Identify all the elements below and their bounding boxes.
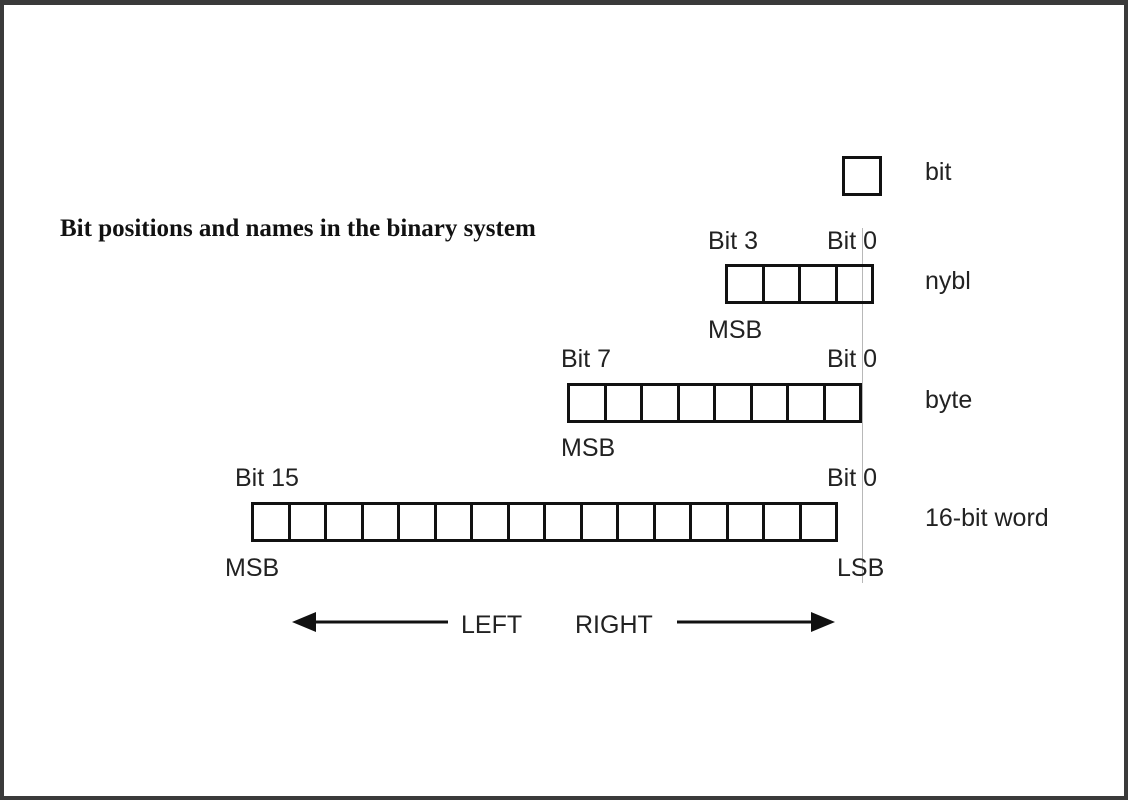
nybl-msb-position-label: Bit 3 (708, 227, 759, 255)
byte-bit0-label: Bit 0 (827, 345, 878, 373)
nybl-bit0-label: Bit 0 (827, 227, 878, 255)
word-msb-position-label: Bit 15 (235, 464, 299, 492)
left-direction-label: LEFT (461, 611, 523, 639)
bit-cells (842, 156, 882, 196)
byte-cells (567, 383, 862, 423)
bit-cell (822, 383, 862, 423)
bit-cell (834, 264, 874, 304)
nybl-cells (725, 264, 874, 304)
bit-cell (842, 156, 882, 196)
row-name-nybl: nybl (925, 267, 971, 295)
bit0-guide-line (862, 228, 863, 583)
nybl-msb-label: MSB (708, 316, 763, 344)
word-cells (251, 502, 838, 542)
left-arrow-icon (292, 612, 448, 632)
bit-cell (798, 502, 838, 542)
diagram-title: Bit positions and names in the binary sy… (60, 215, 536, 242)
row-name-byte: byte (925, 386, 973, 414)
word-bit0-label: Bit 0 (827, 464, 878, 492)
diagram-canvas (4, 5, 1124, 796)
row-name-word: 16-bit word (925, 504, 1049, 532)
byte-msb-position-label: Bit 7 (561, 345, 612, 373)
right-direction-label: RIGHT (575, 611, 653, 639)
word-msb-label: MSB (225, 554, 280, 582)
row-name-bit: bit (925, 158, 952, 186)
word-lsb-label: LSB (837, 554, 885, 582)
byte-msb-label: MSB (561, 434, 616, 462)
right-arrow-icon (677, 612, 835, 632)
